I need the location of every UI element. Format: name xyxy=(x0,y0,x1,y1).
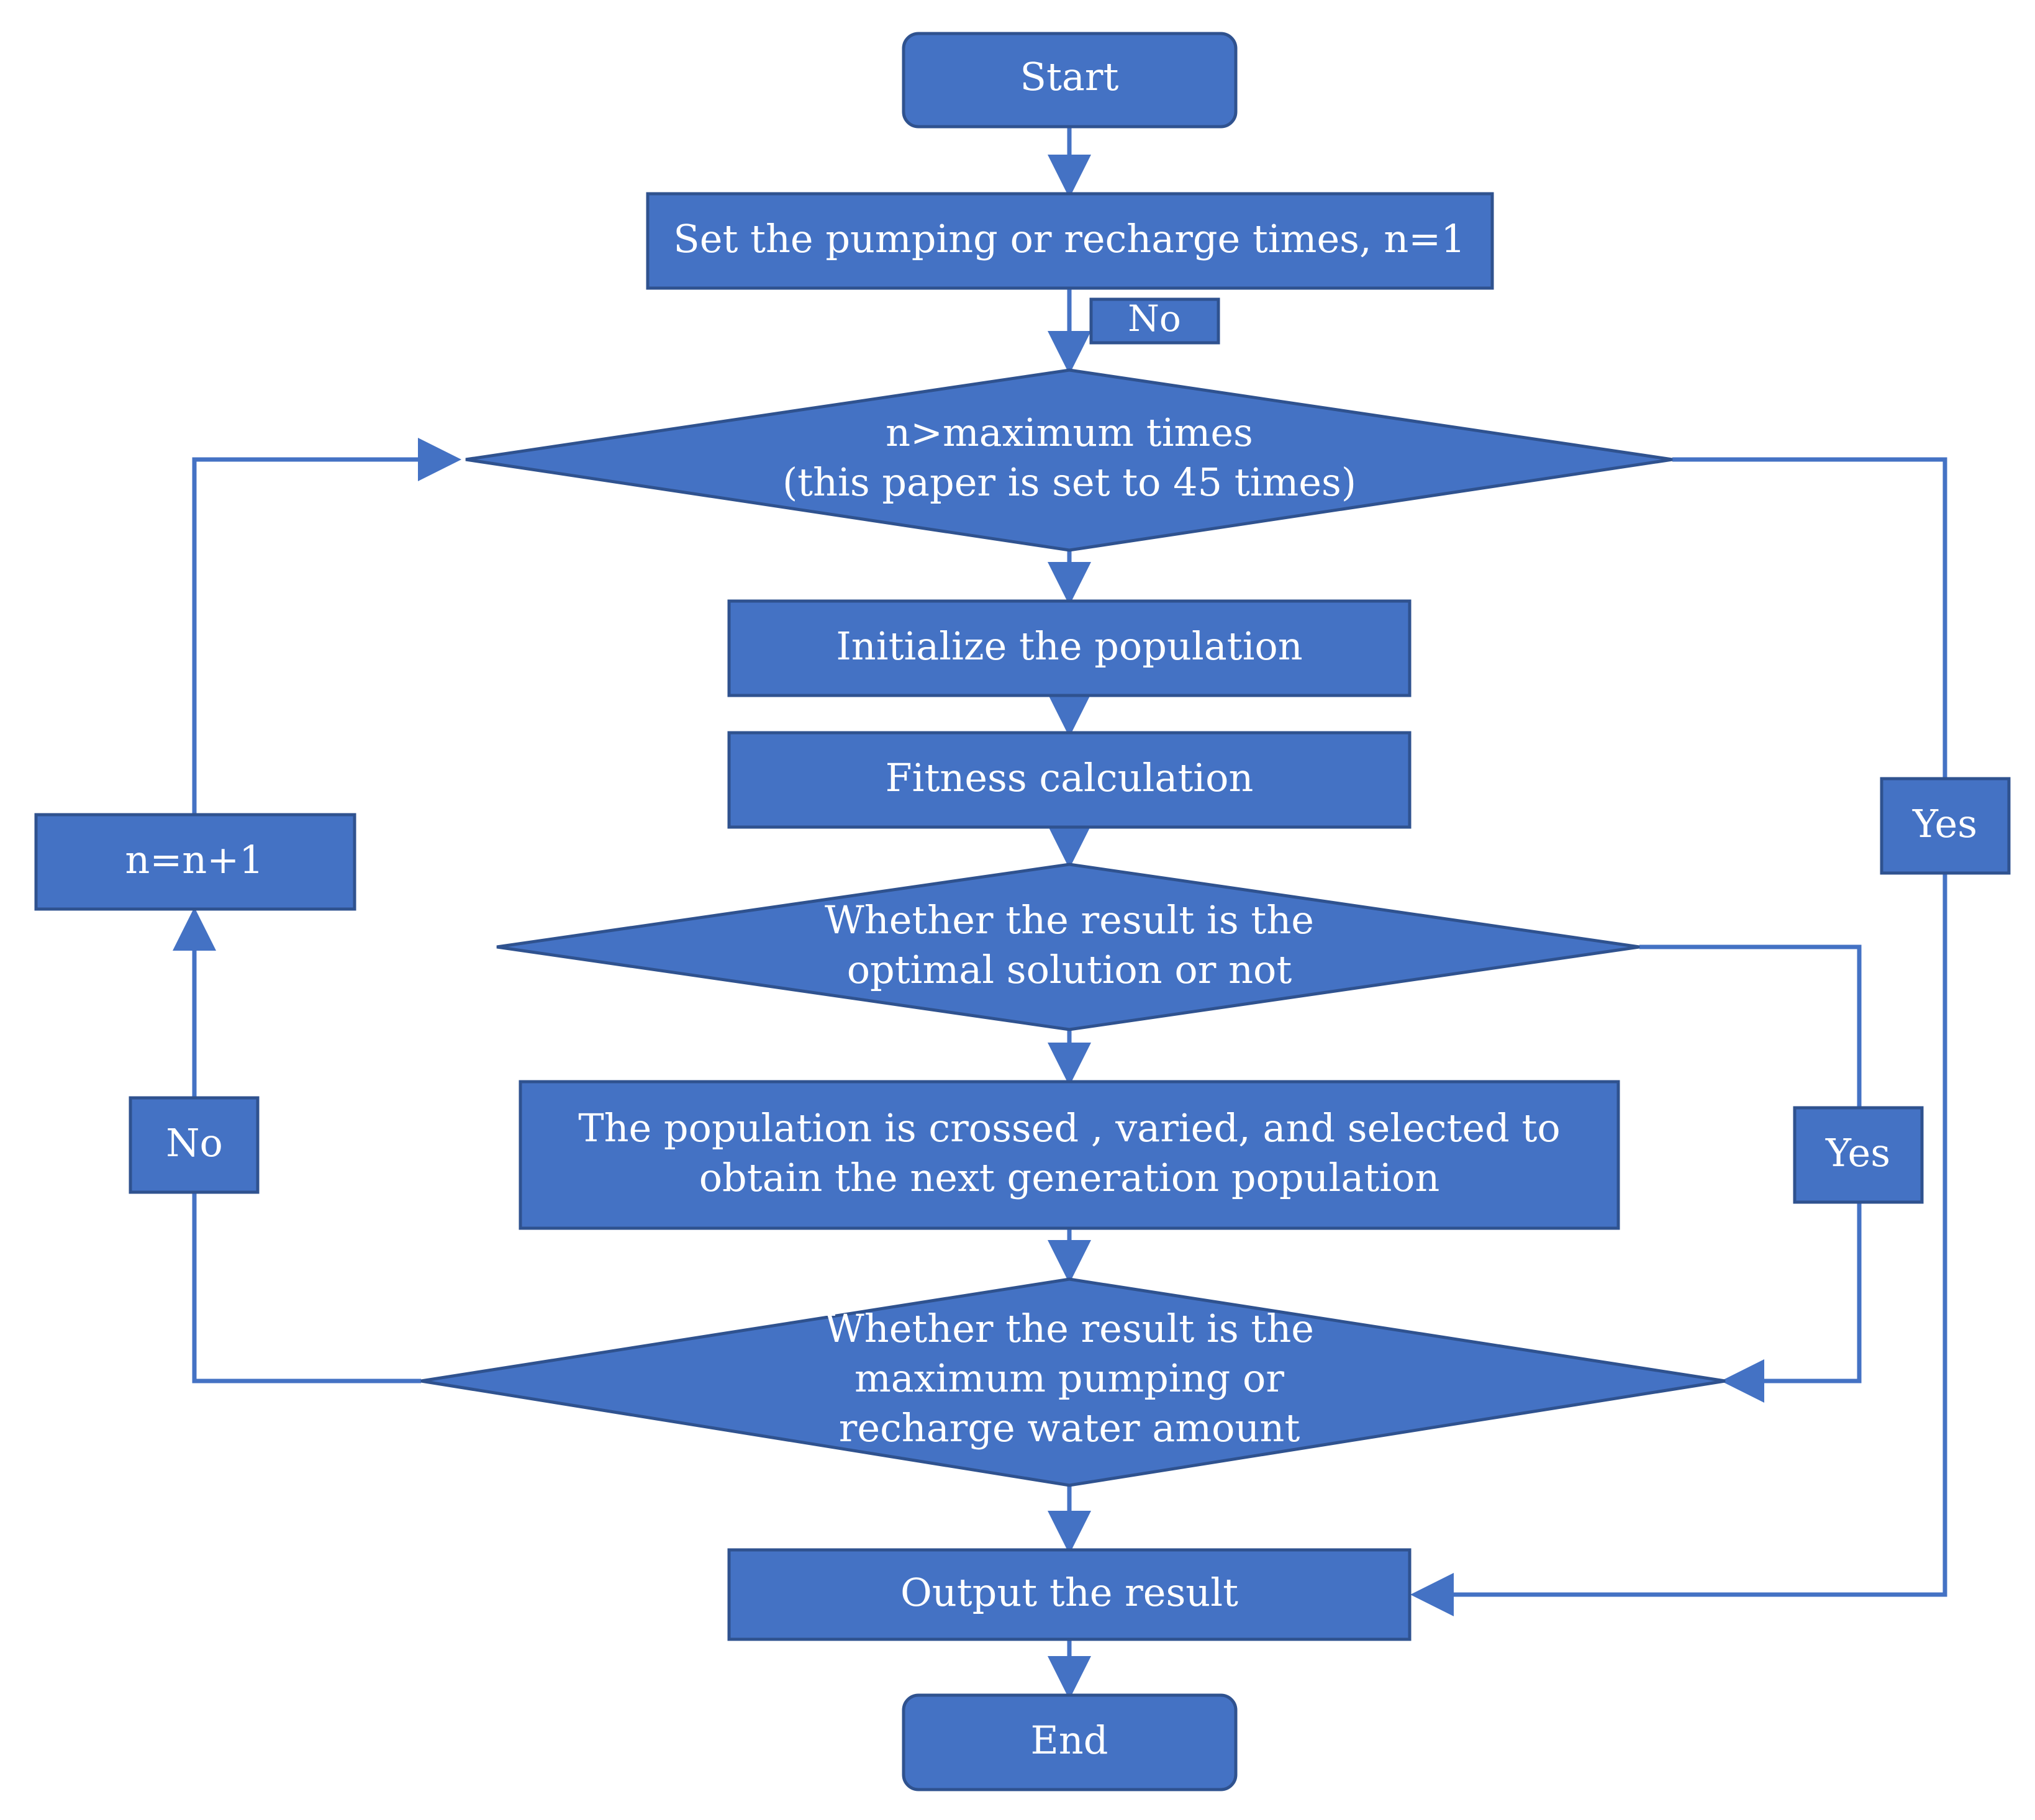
maxwater-line3: recharge water amount xyxy=(839,1405,1300,1451)
increment-node: n=n+1 xyxy=(34,813,356,911)
increment-label: n=n+1 xyxy=(125,837,263,882)
cross-node: The population is crossed , varied, and … xyxy=(519,1080,1620,1230)
no-label-top: No xyxy=(1089,297,1220,345)
fitness-node: Fitness calculation xyxy=(727,731,1412,829)
arrow-maxwater-no-to-increment xyxy=(173,907,421,1383)
maxwater-line1: Whether the result is the xyxy=(825,1306,1314,1351)
init-population-node: Initialize the population xyxy=(727,599,1412,697)
start-label: Start xyxy=(1020,54,1119,99)
cross-line1: The population is crossed , varied, and … xyxy=(578,1105,1561,1151)
yes-right-text: Yes xyxy=(1825,1130,1890,1175)
optimal-line2: optimal solution or not xyxy=(847,947,1292,992)
cross-line2: obtain the next generation population xyxy=(699,1155,1440,1200)
no-top-text: No xyxy=(1128,297,1181,340)
set-times-label: Set the pumping or recharge times, n=1 xyxy=(673,216,1465,261)
max-times-line2: (this paper is set to 45 times) xyxy=(782,460,1356,505)
connectors xyxy=(173,127,1947,1700)
max-times-line1: n>maximum times xyxy=(886,410,1253,455)
arrow-max-times-yes-to-output xyxy=(1410,457,1947,1616)
end-node: End xyxy=(902,1693,1238,1791)
optimal-line1: Whether the result is the xyxy=(825,897,1314,943)
output-label: Output the result xyxy=(900,1570,1238,1615)
maxwater-line2: maximum pumping or xyxy=(854,1356,1284,1401)
optimal-decision: Whether the result is the optimal soluti… xyxy=(496,862,1640,1031)
fitness-label: Fitness calculation xyxy=(886,755,1254,800)
yes-outer-text: Yes xyxy=(1912,801,1977,846)
no-left-text: No xyxy=(166,1120,223,1166)
init-population-label: Initialize the population xyxy=(836,623,1302,669)
yes-label-right: Yes xyxy=(1793,1106,1924,1204)
max-times-decision: n>maximum times (this paper is set to 45… xyxy=(465,368,1673,552)
no-label-left: No xyxy=(129,1096,260,1194)
output-node: Output the result xyxy=(727,1548,1412,1641)
set-times-node: Set the pumping or recharge times, n=1 xyxy=(646,192,1494,290)
yes-label-outer: Yes xyxy=(1880,777,2011,875)
end-label: End xyxy=(1031,1718,1108,1763)
maxwater-decision: Whether the result is the maximum pumpin… xyxy=(420,1277,1726,1487)
start-node: Start xyxy=(902,32,1238,129)
arrow-increment-to-max-times xyxy=(192,438,461,815)
